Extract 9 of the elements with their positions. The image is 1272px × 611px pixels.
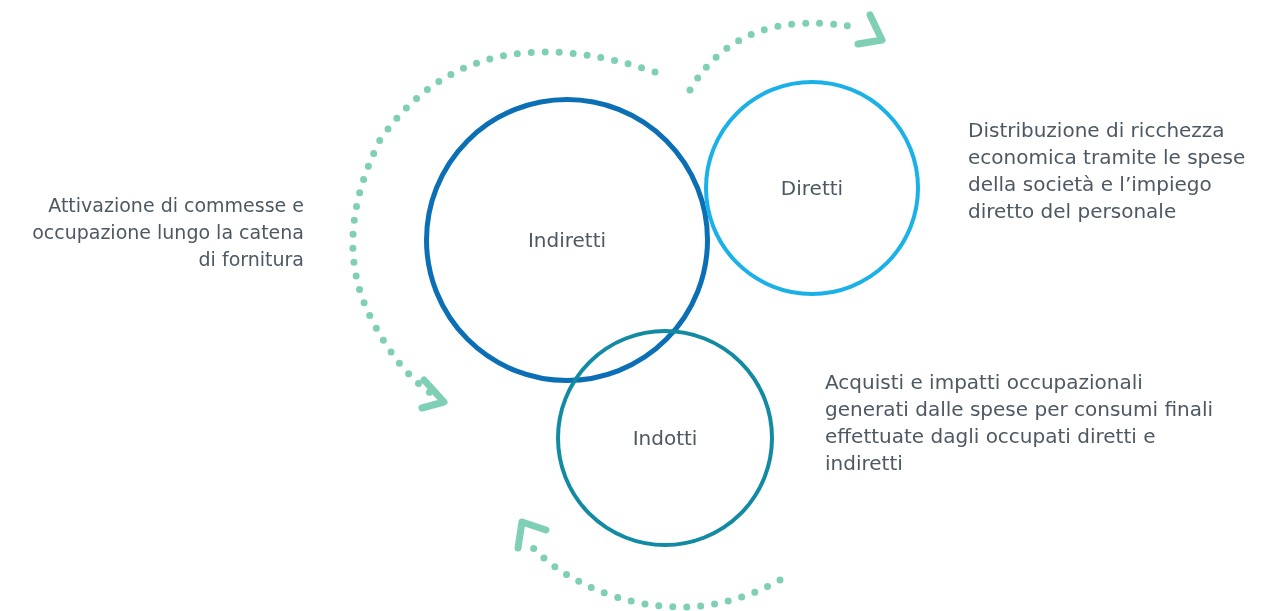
description-text: Acquisti e impatti occupazionali generati dalle spese per consumi finali effettuate dagli occupati diretti e indiretti [825, 369, 1215, 477]
circle-node [556, 329, 774, 547]
node-label: Indiretti [527, 228, 607, 252]
description-text: Attivazione di commesse e occupazione lungo la catena di fornitura [31, 193, 304, 272]
description-text: Distribuzione di ricchezza economica tramite le spese della società e l’impiego diretto del personale [968, 117, 1247, 225]
circle-node [424, 97, 710, 383]
node-label: Indotti [632, 426, 698, 450]
node-label: Diretti [780, 176, 844, 200]
circle-node [704, 80, 920, 296]
